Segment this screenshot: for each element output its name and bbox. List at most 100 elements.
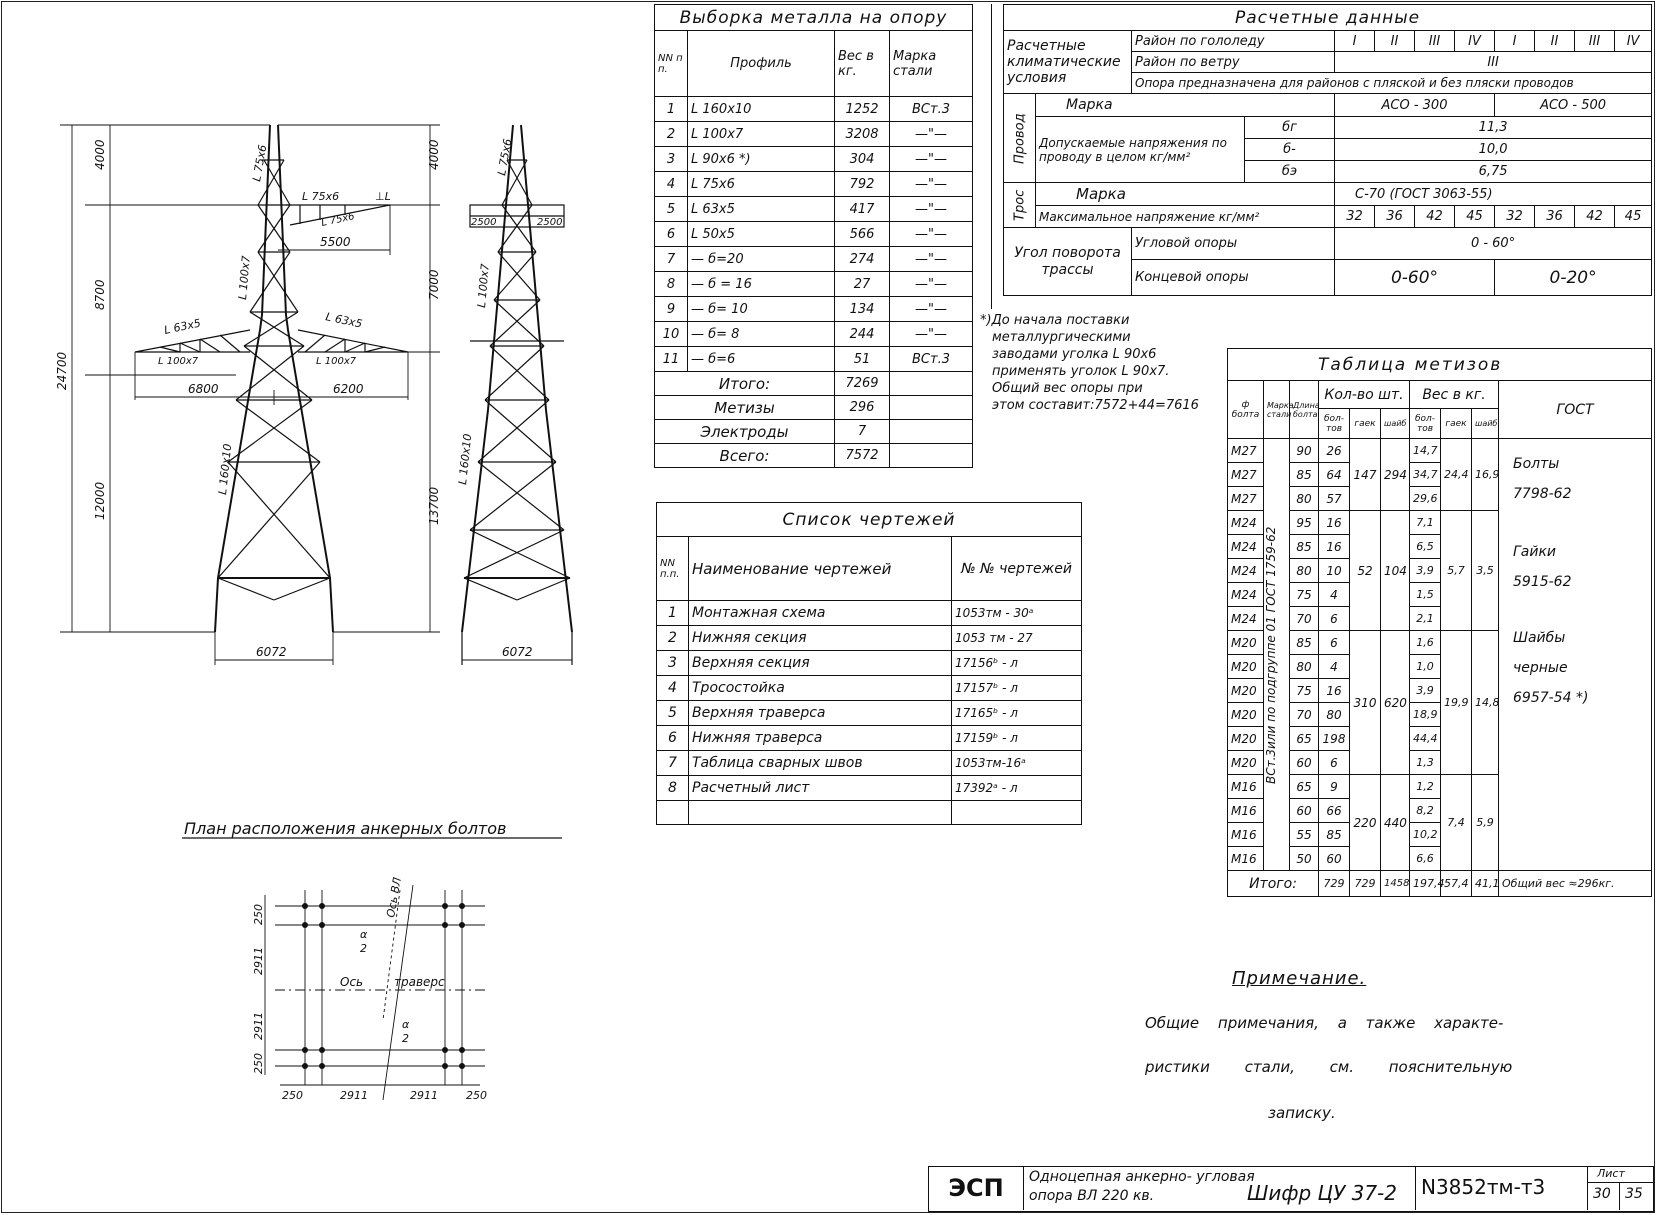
metal-steel: —"— [889, 296, 973, 322]
metal-n: 11 [654, 346, 688, 372]
hw-len: 75 [1289, 678, 1319, 703]
drawings-num: 1053тм-16ᵃ [950, 750, 1083, 776]
footnote-line: металлургическими [992, 330, 1131, 345]
metal-steel: —"— [889, 321, 973, 347]
calc-wind-label: Район по ветру [1131, 51, 1335, 73]
calc-cable-mark: С-70 (ГОСТ 3063-55) [1333, 182, 1653, 206]
metal-profile: L 63x5 [687, 196, 835, 222]
hw-gost-cell: Болты 7798-62 Гайки 5915-62 Шайбы черные… [1497, 438, 1653, 871]
hw-len: 70 [1289, 702, 1319, 727]
note-line-3: записку. [1268, 1104, 1336, 1122]
hw-bw: 6,5 [1409, 534, 1441, 559]
stamp-sheet-line [1587, 1182, 1653, 1183]
hw-washers: 440 [1380, 774, 1410, 871]
calc-ice-label: Район по гололеду [1131, 30, 1335, 52]
hw-qty: 9 [1318, 774, 1350, 799]
hw-bw: 1,2 [1409, 774, 1441, 799]
calc-angle-label: Угол поворота трассы [1003, 227, 1132, 296]
calc-sigma-value: 10,0 [1333, 138, 1653, 161]
hw-d: М20 [1227, 750, 1264, 775]
drawings-name: Таблица сварных швов [688, 750, 952, 776]
hw-d: М24 [1227, 606, 1264, 631]
metal-total-value: 7572 [834, 443, 890, 468]
stamp-number: N3852тм-т3 [1421, 1175, 1546, 1199]
hw-qty: 16 [1318, 678, 1350, 703]
drawings-n: 6 [656, 725, 689, 751]
calc-angle-end-label: Концевой опоры [1131, 259, 1335, 296]
footnote: *)До начала поставки металлургическими з… [980, 312, 1199, 414]
label-L63x5-left: L 63x5 [163, 316, 202, 336]
hw-gost-line: 7798-62 [1513, 486, 1572, 502]
hw-nuts: 52 [1349, 510, 1381, 631]
hw-d: М27 [1227, 486, 1264, 511]
metal-total-value: 296 [834, 395, 890, 420]
calc-angle-end: 0-60° [1334, 259, 1495, 296]
drawings-list-title: Список чертежей [655, 502, 1083, 537]
metal-weight: 27 [834, 271, 890, 297]
calc-roman: II [1374, 30, 1415, 52]
hw-len: 60 [1289, 798, 1319, 823]
calc-max-stress: 42 [1414, 205, 1455, 228]
hw-h-gost: ГОСТ [1497, 380, 1653, 439]
title-block: ЭСП Одноцепная анкерно- угловая опора ВЛ… [928, 1166, 1654, 1212]
hw-bw: 1,0 [1409, 654, 1441, 679]
drawings-num: 17392ᵃ - л [950, 775, 1083, 801]
calc-roman: III [1574, 30, 1615, 52]
metal-profile: L 50x5 [687, 221, 835, 247]
drawings-n: 8 [656, 775, 689, 801]
metal-profile: — б=6 [687, 346, 835, 372]
metal-weight: 134 [834, 296, 890, 322]
note-line-2: ристики стали, см. пояснительную [1145, 1058, 1513, 1076]
anchor-dim-h2: 2911 [340, 1089, 368, 1102]
label-L100x7-left: L 100x7 [158, 356, 199, 367]
metal-n: 4 [654, 171, 688, 197]
hw-nuts: 147 [1349, 438, 1381, 511]
metal-steel: —"— [889, 171, 973, 197]
calc-wind-value: III [1333, 51, 1653, 73]
drawings-n: 1 [656, 600, 689, 626]
metal-weight: 417 [834, 196, 890, 222]
drawings-n: 3 [656, 650, 689, 676]
hw-h-len: Длина болта [1289, 380, 1320, 439]
hw-len: 85 [1289, 534, 1319, 559]
anchor-axis-trav-a: Ось [340, 975, 363, 989]
metal-n: 2 [654, 121, 688, 147]
anchor-axis-vl: Ось ВЛ [384, 876, 404, 918]
label-L160x10: L 160x10 [216, 443, 234, 495]
calc-climate-label: Расчетные климатические условия [1003, 30, 1132, 94]
dim-4000-left: 4000 [93, 139, 107, 170]
hw-bw: 18,9 [1409, 702, 1441, 727]
hw-total-ww: 41,1 [1471, 870, 1500, 897]
calc-cable-mark-label: Марка [1035, 182, 1335, 206]
calc-angle-corner: 0 - 60° [1333, 227, 1653, 260]
drawings-name: Верхняя секция [688, 650, 952, 676]
side-label-L75x6: L 75x6 [495, 138, 514, 177]
hw-d: М20 [1227, 702, 1264, 727]
hw-h-wt: Вес в кг. [1409, 380, 1499, 409]
hw-bw: 1,6 [1409, 630, 1441, 655]
hw-gost-line: Шайбы [1513, 630, 1566, 646]
hw-len: 65 [1289, 774, 1319, 799]
hw-bw: 14,7 [1409, 438, 1441, 463]
anchor-angle-bot-den: 2 [402, 1032, 409, 1045]
metal-steel: —"— [889, 221, 973, 247]
hw-nw: 19,9 [1440, 630, 1472, 775]
hw-total-nuts: 729 [1349, 870, 1381, 897]
calc-roman: IV [1454, 30, 1495, 52]
note-line-1: Общие примечания, а также характе- [1145, 1014, 1504, 1032]
calc-max-stress-label: Максимальное напряжение кг/мм² [1035, 205, 1335, 228]
anchor-plan [264, 884, 485, 1101]
metal-total-value: 7 [834, 419, 890, 444]
metal-n: 6 [654, 221, 688, 247]
calc-wire-mark: АСО - 300 [1334, 93, 1495, 117]
